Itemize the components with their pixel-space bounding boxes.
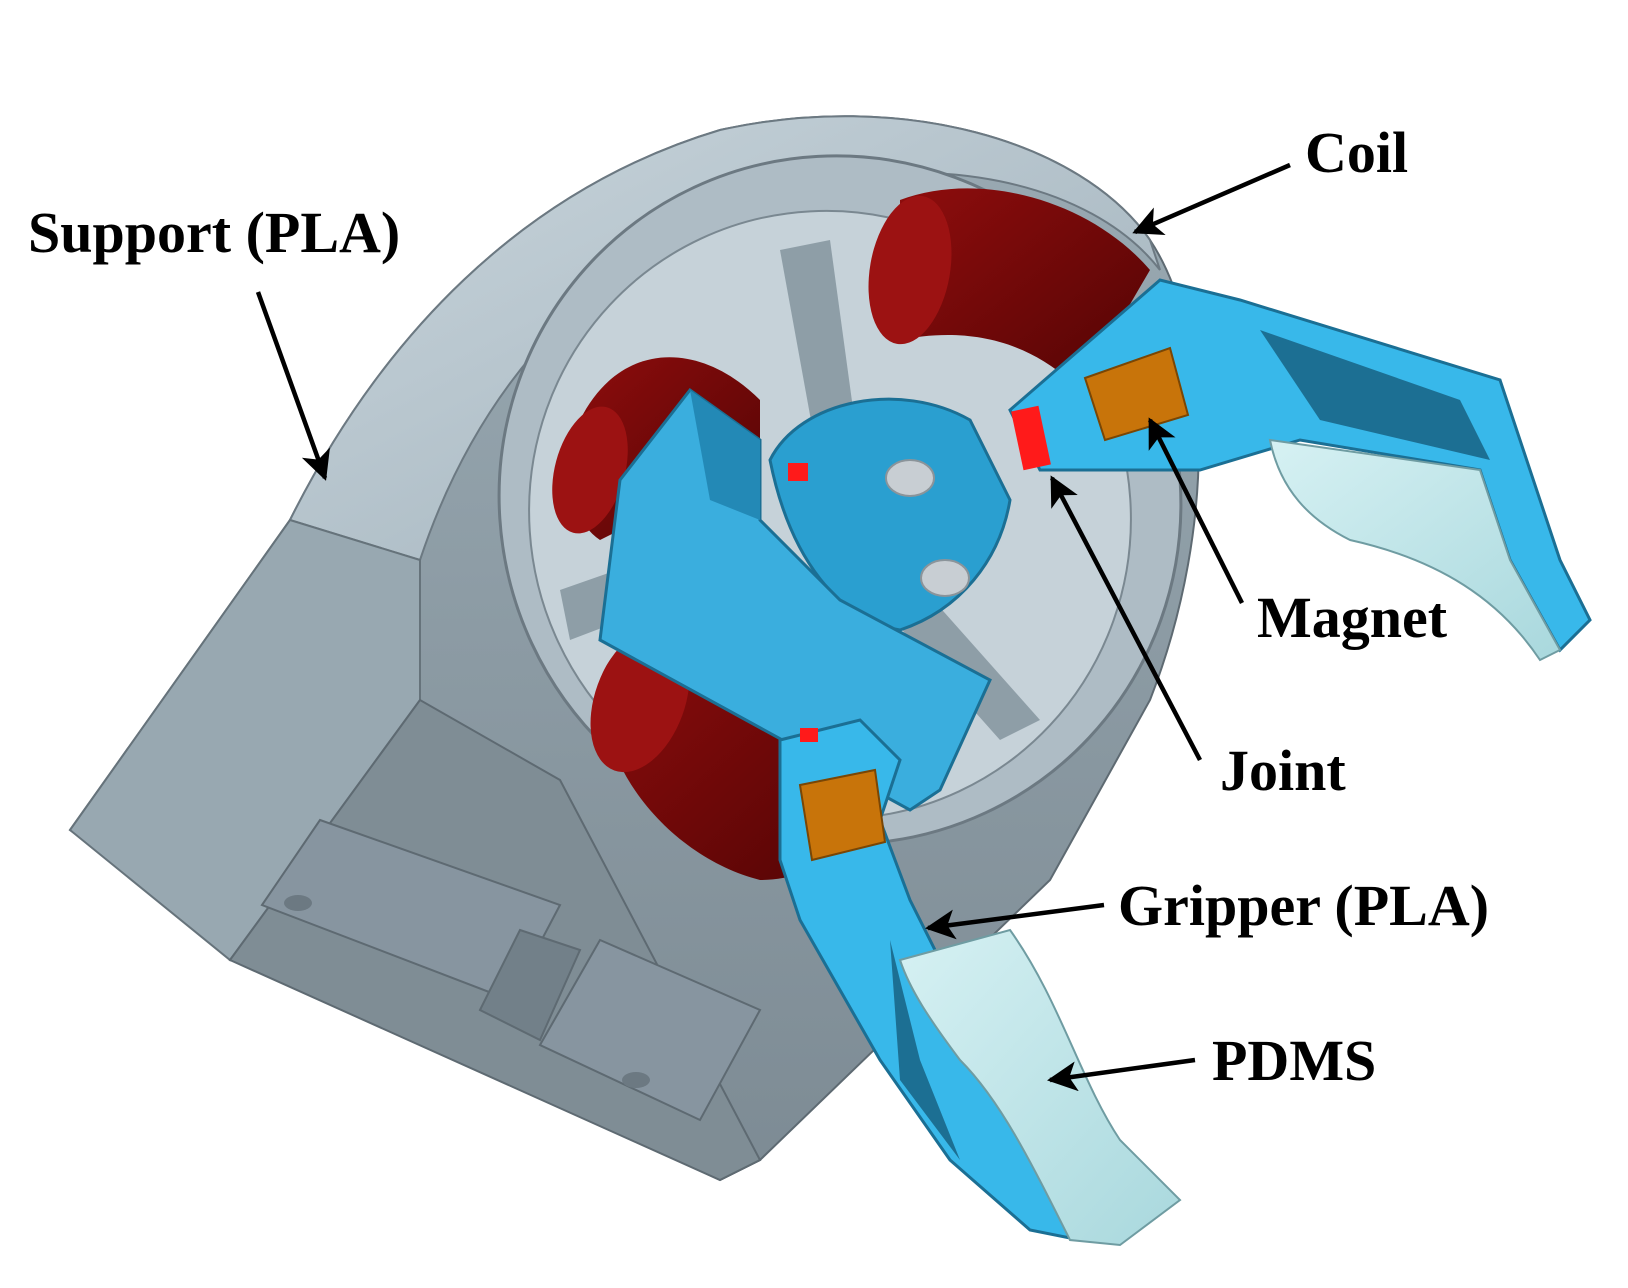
support-left-face xyxy=(68,518,421,962)
label-gripper: Gripper (PLA) xyxy=(1118,873,1489,938)
gripper-arms xyxy=(598,278,1592,1247)
support-mount-hole xyxy=(284,895,312,911)
arrow-support xyxy=(255,291,330,481)
pdms-pad-lower xyxy=(898,928,1182,1247)
magnet-right xyxy=(1083,346,1190,442)
magnet-lower xyxy=(798,768,887,862)
arrow-joint xyxy=(1050,475,1202,762)
coil-upper-right xyxy=(868,188,1150,390)
label-coil: Coil xyxy=(1305,120,1408,185)
label-pdms: PDMS xyxy=(1212,1028,1376,1093)
arrow-pdms xyxy=(1047,1057,1196,1092)
arrow-magnet xyxy=(1147,417,1245,605)
label-magnet: Magnet xyxy=(1257,585,1448,650)
arrow-coil xyxy=(1132,162,1291,236)
pdms-pad-right xyxy=(1268,438,1562,662)
joint-right xyxy=(1011,405,1051,471)
hub-bolt xyxy=(885,459,935,497)
support-groove xyxy=(260,818,562,1002)
coils xyxy=(552,188,1150,880)
joint-lower xyxy=(800,728,818,742)
label-joint: Joint xyxy=(1220,738,1346,803)
support-mount-hole xyxy=(622,1072,650,1088)
arrow-gripper xyxy=(925,902,1105,940)
support-groove xyxy=(478,928,582,1042)
hub-bolt xyxy=(920,559,970,597)
annotations: Support (PLA) Coil Magnet Joint Gripper … xyxy=(28,120,1489,1093)
central-hub xyxy=(768,397,1012,632)
label-support: Support (PLA) xyxy=(28,200,400,265)
support-groove xyxy=(538,938,762,1122)
joint-left xyxy=(788,463,808,481)
